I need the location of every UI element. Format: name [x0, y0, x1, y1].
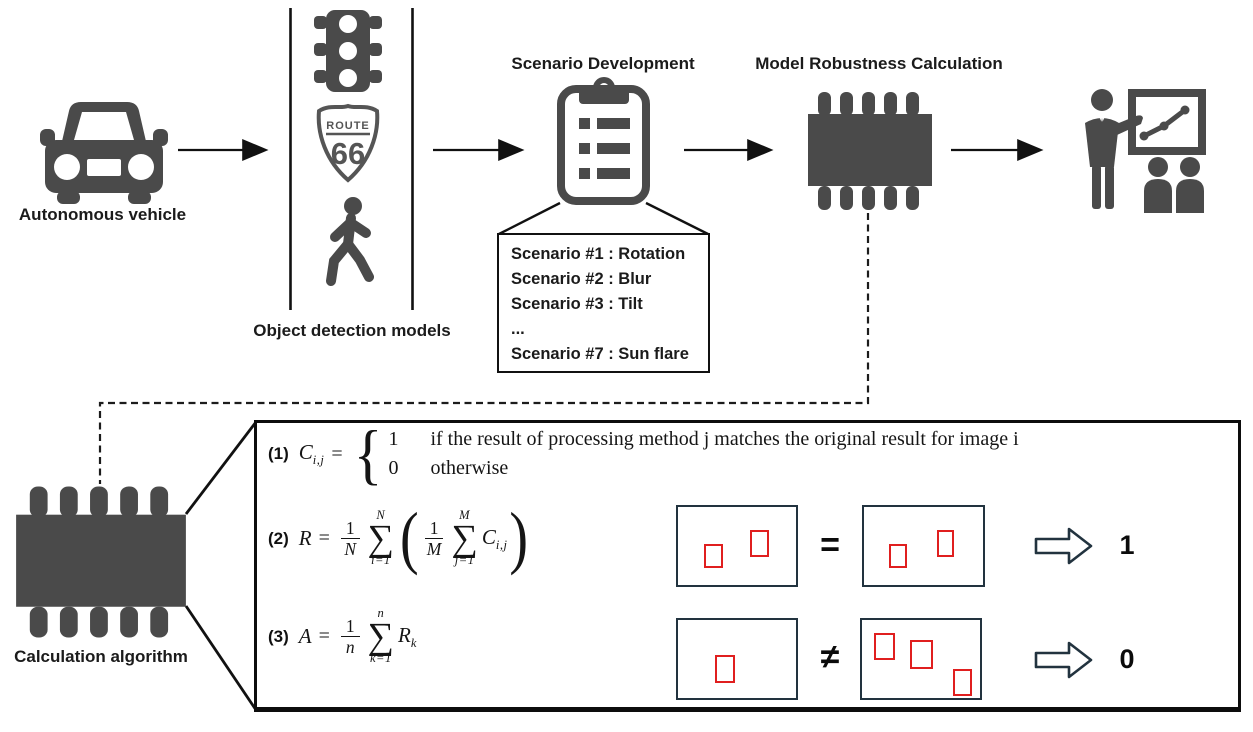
detection-box-processed-2 [860, 618, 982, 700]
formula-3-tag: (3) [268, 626, 289, 646]
clipboard-funnel-right [645, 201, 709, 236]
chip-funnel-top [184, 421, 258, 515]
close-paren: ) [509, 499, 529, 577]
scenario-development-label: Scenario Development [511, 54, 695, 73]
detection-rectangle [910, 639, 933, 670]
detection-rectangle [703, 543, 723, 568]
autonomous-vehicle-label: Autonomous vehicle [18, 205, 187, 224]
scenario-line: Scenario #1 : Rotation [511, 245, 686, 263]
equals-sign: = [318, 527, 330, 550]
formula-2-lhs: R [298, 526, 312, 551]
detection-rectangle [873, 633, 896, 660]
open-paren: ( [400, 499, 419, 577]
equals-operator: = [820, 526, 840, 564]
formula-1-tag: (1) [268, 444, 289, 463]
equals-sign: = [318, 625, 330, 648]
detection-box-original-2 [676, 618, 798, 700]
route-66-sign-icon: ROUTE 66 [316, 103, 380, 183]
object-detection-label: Object detection models [253, 321, 451, 340]
scenario-line: Scenario #3 : Tilt [511, 295, 643, 313]
sum-over-i: N∑i=1 [367, 508, 395, 568]
detection-box-processed-1 [862, 505, 985, 587]
clipboard-icon [557, 77, 650, 205]
cases-brace: { [353, 417, 383, 491]
clipboard-funnel-left [498, 201, 561, 236]
result-value-1: 1 [1119, 530, 1135, 560]
detection-rectangle [749, 530, 769, 557]
detection-rectangle [714, 655, 735, 684]
chip-funnel-bottom [184, 605, 258, 711]
sum-over-j: M∑j=1 [451, 508, 478, 568]
traffic-light-icon [314, 10, 382, 92]
result-arrow-icon [1034, 641, 1093, 679]
not-equals-operator: ≠ [820, 638, 840, 676]
term-R-k: Rk [398, 622, 417, 650]
dashed-connector [98, 213, 870, 484]
scenario-line: ... [511, 320, 525, 338]
calculation-chip-icon [16, 486, 186, 638]
result-value-0: 0 [1119, 644, 1135, 674]
chip-icon [808, 92, 932, 210]
equals-sign: = [331, 442, 343, 465]
formula-1-lhs: Ci,j [298, 440, 325, 467]
scenario-line: Scenario #7 : Sun flare [511, 345, 689, 363]
pedestrian-icon [326, 197, 374, 286]
scenario-line: Scenario #2 : Blur [511, 270, 652, 288]
calculation-algorithm-label: Calculation algorithm [14, 647, 188, 666]
formula-3-lhs: A [298, 624, 312, 649]
model-robustness-label: Model Robustness Calculation [755, 54, 1003, 73]
presentation-icon [1085, 89, 1206, 213]
car-icon [40, 102, 168, 204]
formula-2-tag: (2) [268, 528, 289, 548]
detection-box-original-1 [676, 505, 798, 587]
result-arrow-icon [1034, 527, 1093, 565]
detection-rectangle [936, 530, 955, 557]
svg-text:66: 66 [331, 136, 365, 171]
detection-rectangle [888, 543, 907, 568]
detection-rectangle [952, 669, 972, 696]
scenario-list-box: Scenario #1 : Rotation Scenario #2 : Blu… [497, 233, 710, 373]
svg-text:ROUTE: ROUTE [326, 120, 370, 132]
term-C-ij: Ci,j [481, 524, 508, 552]
sum-over-k: n∑k=1 [367, 606, 395, 666]
